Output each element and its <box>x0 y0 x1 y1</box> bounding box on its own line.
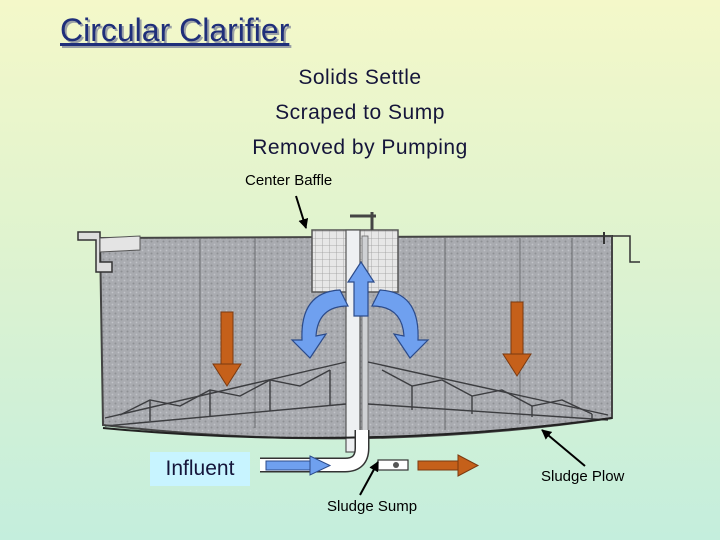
sludge-outflow-arrow <box>417 454 480 477</box>
flow-arrow-up <box>346 260 376 317</box>
sludge-sump-pointer <box>359 461 379 496</box>
flow-arrow-right <box>371 289 430 359</box>
settle-arrow-left <box>212 311 242 387</box>
page-title: Circular Clarifier <box>60 12 290 48</box>
right-weir <box>612 235 640 263</box>
settle-arrow-right <box>502 301 532 377</box>
center-baffle-pointer <box>295 195 309 229</box>
influent-arrow <box>265 455 332 476</box>
sludge-plow-pointer <box>541 429 586 467</box>
flow-arrow-left <box>290 289 349 359</box>
subtitle-line-3: Removed by Pumping <box>252 136 468 159</box>
subtitle-line-2: Scraped to Sump <box>275 101 445 124</box>
sludge-sump-label: Sludge Sump <box>327 498 418 515</box>
subtitle-line-1: Solids Settle <box>298 66 422 89</box>
sludge-plow-truss <box>104 361 609 427</box>
center-baffle-label: Center Baffle <box>245 172 333 189</box>
center-column <box>345 229 361 453</box>
influent-label: Influent <box>150 452 250 486</box>
sludge-plow-label: Sludge Plow <box>541 468 625 485</box>
